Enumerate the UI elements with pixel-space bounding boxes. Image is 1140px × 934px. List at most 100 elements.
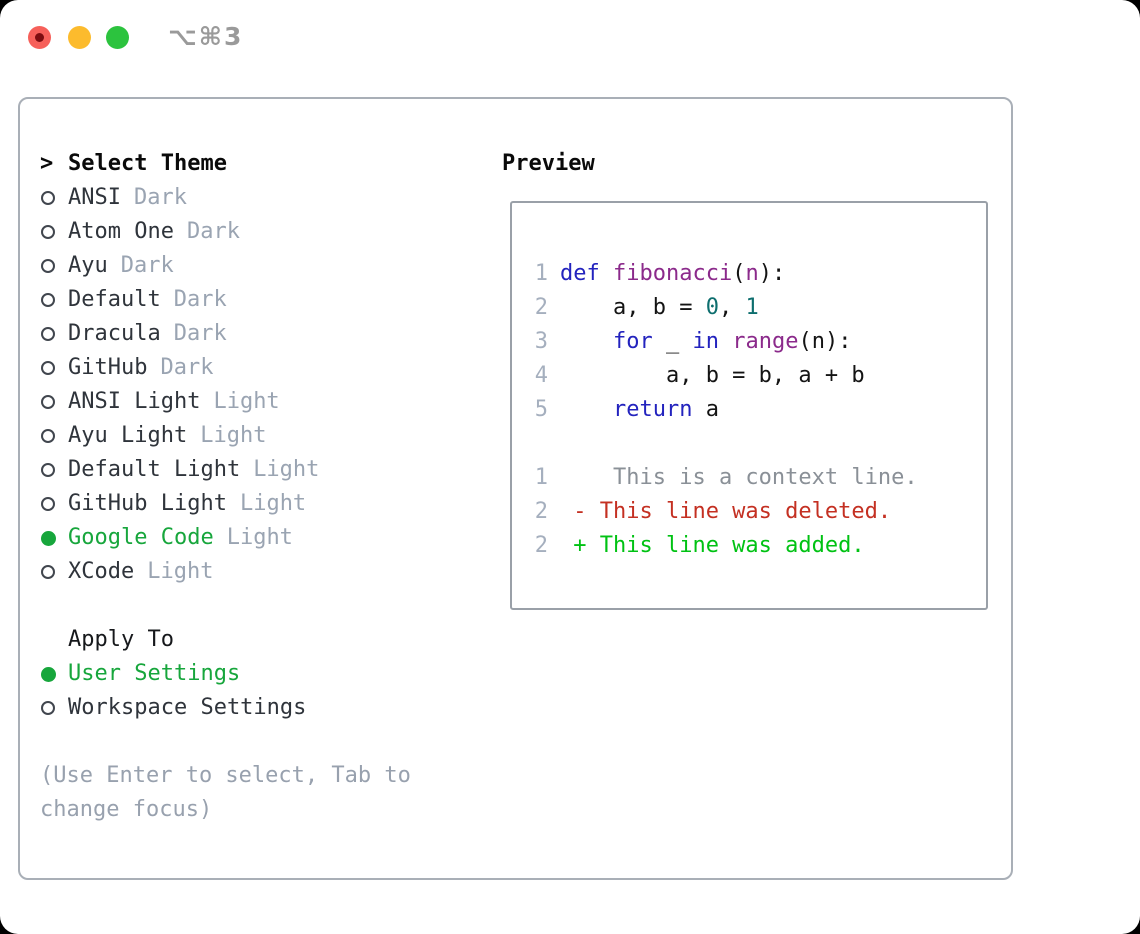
theme-variant: Dark	[173, 287, 227, 312]
marker-slot	[40, 565, 68, 579]
code-token: ,	[718, 295, 746, 320]
radio-selected-icon	[41, 666, 56, 682]
theme-variant: Dark	[186, 219, 240, 244]
theme-name: Default Light	[68, 457, 241, 482]
preview-line: 2 + This line was added.	[512, 529, 986, 563]
marker-slot	[40, 701, 68, 715]
theme-option-xcode[interactable]: XCode Light	[40, 555, 490, 589]
apply-option-name: Workspace Settings	[68, 695, 307, 720]
code-token: _	[652, 329, 693, 354]
theme-name: Dracula	[68, 321, 161, 346]
theme-option-default[interactable]: Default Dark	[40, 283, 490, 317]
line-number: 5	[534, 397, 548, 422]
marker-slot	[40, 666, 68, 682]
theme-variant: Dark	[133, 185, 187, 210]
marker-slot	[40, 463, 68, 477]
code-token: a	[692, 397, 719, 422]
spacer	[512, 427, 986, 461]
theme-option-atom-one[interactable]: Atom One Dark	[40, 215, 490, 249]
theme-variant: Light	[147, 559, 214, 584]
theme-option-ansi[interactable]: ANSI Dark	[40, 181, 490, 215]
radio-icon	[41, 701, 55, 715]
code-token	[560, 397, 613, 422]
preview-line: 4 a, b = b, a + b	[512, 359, 986, 393]
line-content: + This line was added.	[560, 533, 865, 558]
theme-name: Atom One	[68, 219, 174, 244]
apply-to-label: Apply To	[68, 627, 174, 652]
theme-variant: Light	[213, 389, 280, 414]
radio-icon	[41, 225, 55, 239]
theme-variant: Light	[253, 457, 320, 482]
select-theme-header: > Select Theme	[40, 147, 490, 181]
theme-variant: Light	[226, 525, 293, 550]
radio-icon	[41, 191, 55, 205]
section-title: Select Theme	[68, 151, 227, 176]
radio-icon	[41, 463, 55, 477]
line-number: 4	[534, 363, 548, 388]
code-token: 1	[745, 295, 759, 320]
line-content: return a	[560, 393, 719, 427]
theme-name: ANSI Light	[68, 389, 201, 414]
theme-option-default-light[interactable]: Default Light Light	[40, 453, 490, 487]
marker-slot	[40, 327, 68, 341]
line-number: 2	[534, 295, 548, 320]
line-content: a, b = b, a + b	[560, 359, 865, 393]
code-token: (	[732, 261, 746, 286]
theme-variant: Light	[200, 423, 267, 448]
line-content: def fibonacci(n):	[560, 257, 785, 291]
theme-option-ansi-light[interactable]: ANSI Light Light	[40, 385, 490, 419]
line-number: 3	[534, 329, 548, 354]
line-number: 1	[534, 261, 548, 286]
hint-line-2: change focus)	[40, 797, 213, 822]
marker-slot	[40, 429, 68, 443]
theme-name: ANSI	[68, 185, 121, 210]
theme-name: XCode	[68, 559, 135, 584]
theme-variant: Light	[239, 491, 307, 516]
radio-icon	[41, 395, 55, 409]
theme-name: Ayu	[68, 253, 108, 278]
marker-slot	[40, 361, 68, 375]
window-title: ⌥⌘3	[168, 22, 244, 51]
theme-option-google-code[interactable]: Google Code Light	[40, 521, 490, 555]
theme-name: GitHub Light	[68, 491, 227, 516]
theme-variant: Dark	[173, 321, 227, 346]
code-token: 0	[705, 295, 719, 320]
code-token: ):	[758, 261, 786, 286]
marker-slot	[40, 530, 68, 546]
spacer	[40, 725, 490, 759]
radio-icon	[41, 293, 55, 307]
radio-icon	[41, 259, 55, 273]
preview-line: 5 return a	[512, 393, 986, 427]
theme-option-ayu-light[interactable]: Ayu Light Light	[40, 419, 490, 453]
apply-option-workspace-settings[interactable]: Workspace Settings	[40, 691, 490, 725]
code-token: in	[692, 329, 719, 354]
zoom-button-icon[interactable]	[106, 26, 129, 49]
theme-name: Ayu Light	[68, 423, 188, 448]
minimize-button-icon[interactable]	[68, 26, 91, 49]
theme-name: Default	[68, 287, 161, 312]
spacer	[40, 589, 490, 623]
marker-slot	[40, 259, 68, 273]
radio-icon	[41, 429, 55, 443]
preview-line: 1 This is a context line.	[512, 461, 986, 495]
close-button-icon[interactable]	[28, 26, 51, 49]
theme-option-github-light[interactable]: GitHub Light Light	[40, 487, 490, 521]
line-content: for _ in range(n):	[560, 325, 851, 359]
close-dot-icon	[35, 33, 44, 42]
theme-option-dracula[interactable]: Dracula Dark	[40, 317, 490, 351]
apply-to-header: Apply To	[40, 623, 490, 657]
line-content: This is a context line.	[560, 465, 918, 490]
titlebar: ⌥⌘3	[0, 0, 1140, 75]
line-content: - This line was deleted.	[560, 499, 892, 524]
preview-line: 2 - This line was deleted.	[512, 495, 986, 529]
marker-slot	[40, 293, 68, 307]
apply-option-user-settings[interactable]: User Settings	[40, 657, 490, 691]
marker-slot	[40, 395, 68, 409]
theme-name: Google Code	[68, 525, 214, 550]
